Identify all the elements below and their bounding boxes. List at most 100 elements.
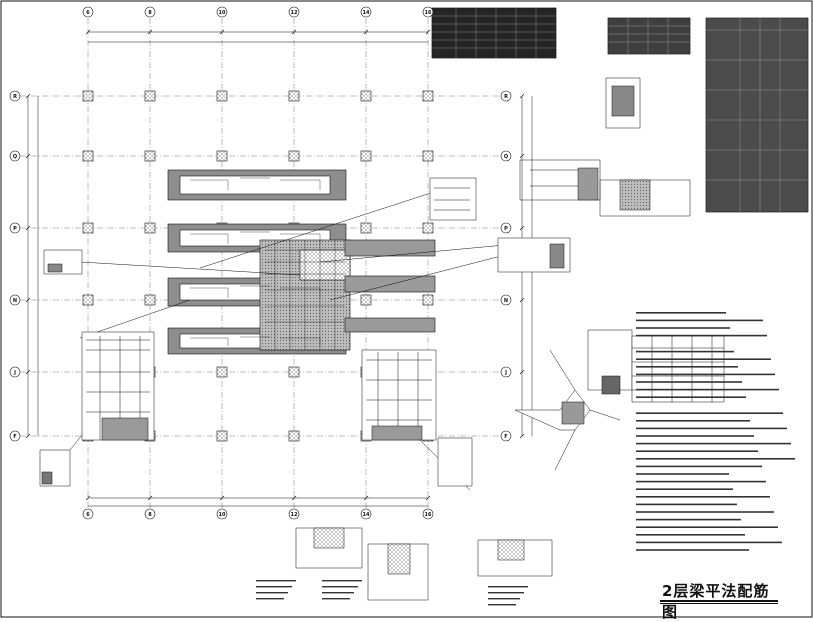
grid-bubble-col-10: 10 bbox=[216, 6, 228, 18]
bottom-detail-notes bbox=[256, 580, 528, 606]
grid-label: 16 bbox=[425, 512, 432, 518]
column bbox=[288, 366, 300, 378]
note-line bbox=[636, 358, 771, 360]
note-line bbox=[636, 534, 745, 536]
column bbox=[288, 430, 300, 442]
note-line bbox=[636, 381, 742, 383]
column bbox=[422, 150, 434, 162]
column bbox=[82, 90, 94, 102]
grid-bubble-row-F: F bbox=[9, 430, 21, 442]
note-line bbox=[636, 488, 733, 490]
grid-bubble-row-P: P bbox=[500, 222, 512, 234]
grid-label: 8 bbox=[148, 512, 152, 518]
note-line bbox=[636, 420, 750, 422]
detail-note-line bbox=[256, 592, 288, 594]
column bbox=[216, 90, 228, 102]
detail-note-line bbox=[488, 592, 524, 594]
note-line bbox=[636, 412, 783, 414]
grid-label: J bbox=[13, 370, 16, 376]
grid-label: 12 bbox=[291, 10, 298, 16]
grid-label: 12 bbox=[291, 512, 298, 518]
grid-bubble-col-6: 6 bbox=[82, 508, 94, 520]
column bbox=[216, 366, 228, 378]
detail-note-line bbox=[488, 598, 520, 600]
leader-lines bbox=[69, 189, 506, 491]
bottom-details bbox=[295, 527, 553, 601]
note-line bbox=[636, 435, 754, 437]
grid-label: P bbox=[504, 226, 508, 232]
column-joint-detail bbox=[514, 329, 725, 471]
column bbox=[360, 150, 372, 162]
column bbox=[216, 430, 228, 442]
column bbox=[288, 90, 300, 102]
grid-label: 14 bbox=[363, 512, 370, 518]
note-line bbox=[636, 312, 726, 314]
note-line bbox=[636, 458, 795, 460]
stair-core-right bbox=[361, 349, 473, 487]
grid-label: F bbox=[504, 434, 507, 440]
grid-label: 10 bbox=[219, 10, 226, 16]
table-grid-lines bbox=[432, 8, 808, 212]
grid-bubble-row-Q: Q bbox=[500, 150, 512, 162]
note-line bbox=[636, 388, 779, 391]
note-line bbox=[636, 511, 774, 513]
top-schedule-table bbox=[431, 7, 809, 213]
column bbox=[422, 222, 434, 234]
column bbox=[360, 222, 372, 234]
column bbox=[82, 150, 94, 162]
grid-bubble-col-8: 8 bbox=[144, 6, 156, 18]
detail-note-line bbox=[256, 580, 296, 582]
detail-note-line bbox=[488, 604, 516, 606]
note-line bbox=[636, 319, 763, 322]
general-notes bbox=[636, 312, 795, 551]
detail-note-line bbox=[256, 586, 292, 588]
column bbox=[360, 294, 372, 306]
grid-label: 6 bbox=[86, 10, 90, 16]
dimension-lines bbox=[27, 31, 533, 507]
note-line bbox=[636, 396, 746, 398]
column bbox=[216, 150, 228, 162]
note-line bbox=[636, 549, 749, 551]
note-line bbox=[636, 480, 766, 483]
note-line bbox=[636, 503, 737, 506]
note-line bbox=[636, 334, 767, 337]
grid-bubble-col-16: 16 bbox=[422, 508, 434, 520]
grid-bubble-col-8: 8 bbox=[144, 508, 156, 520]
note-line bbox=[636, 327, 730, 329]
grid-label: 8 bbox=[148, 10, 152, 16]
grid-bubble-row-N: N bbox=[9, 294, 21, 306]
column bbox=[422, 294, 434, 306]
column bbox=[288, 150, 300, 162]
note-line bbox=[636, 465, 762, 468]
detail-note-line bbox=[256, 598, 284, 600]
grid-bubble-col-14: 14 bbox=[360, 6, 372, 18]
grid-bubble-col-12: 12 bbox=[288, 6, 300, 18]
note-line bbox=[636, 541, 782, 544]
grid-label: R bbox=[504, 94, 508, 100]
note-line bbox=[636, 526, 778, 528]
title-underline-thin bbox=[660, 603, 778, 604]
note-line bbox=[636, 518, 741, 521]
grid-label: Q bbox=[13, 154, 17, 160]
note-line bbox=[636, 366, 738, 368]
grid-bubble-row-J: J bbox=[9, 366, 21, 378]
column bbox=[82, 222, 94, 234]
grid-label: N bbox=[504, 298, 508, 304]
grid-bubble-row-J: J bbox=[500, 366, 512, 378]
section-detail-1 bbox=[519, 77, 691, 217]
core-rebar-lines bbox=[190, 177, 345, 350]
column bbox=[360, 90, 372, 102]
drawing-title: 2层梁平法配筋图 bbox=[662, 582, 770, 621]
grid-bubble-row-P: P bbox=[9, 222, 21, 234]
column bbox=[422, 90, 434, 102]
dimension-ticks bbox=[25, 29, 525, 501]
note-line bbox=[636, 496, 770, 498]
detail-note-line bbox=[488, 586, 528, 588]
grid-bubble-col-14: 14 bbox=[360, 508, 372, 520]
column bbox=[144, 90, 156, 102]
note-line bbox=[636, 373, 775, 376]
detail-note-line bbox=[322, 598, 350, 600]
column bbox=[144, 222, 156, 234]
